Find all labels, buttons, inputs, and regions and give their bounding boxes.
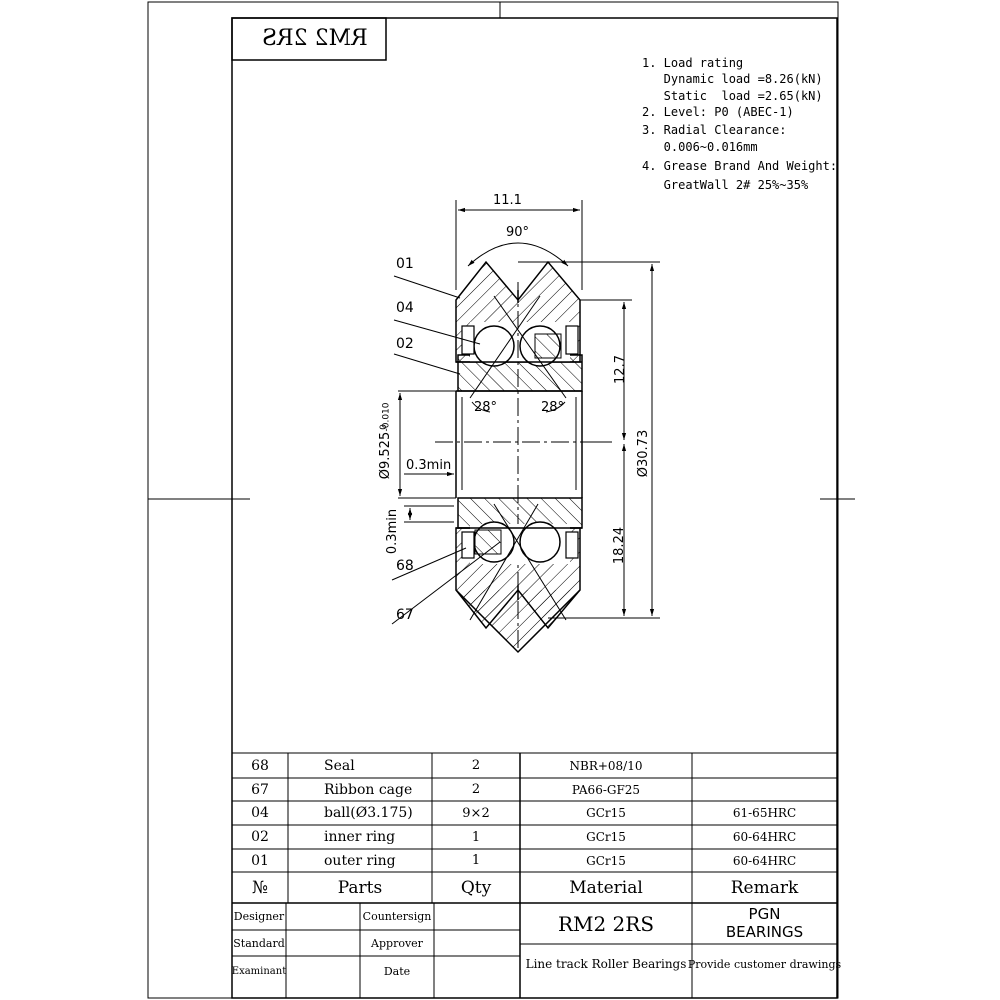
examinant-label: Examinant	[231, 965, 287, 977]
callout-04: 04	[396, 300, 414, 316]
header-qty: Qty	[460, 877, 492, 898]
header-material: Material	[569, 877, 643, 898]
header-no: №	[251, 877, 269, 898]
standard-label: Standard	[233, 936, 285, 950]
callout-68: 68	[396, 558, 414, 574]
dim-width-label: 11.1	[493, 193, 522, 208]
row-no: 68	[251, 757, 269, 774]
callout-02: 02	[396, 336, 414, 352]
row-material: GCr15	[586, 853, 626, 868]
row-qty: 9×2	[462, 805, 490, 821]
row-part: Seal	[324, 757, 355, 774]
brand-line1: PGN	[748, 905, 781, 923]
note-line: 2. Level: P0 (ABEC-1)	[642, 105, 794, 119]
note-line: 4. Grease Brand And Weight:	[642, 159, 838, 173]
note-line: Dynamic load =8.26(kN)	[642, 72, 823, 86]
dim-0-3min-h-label: 0.3min	[406, 458, 452, 473]
row-remark: 61-65HRC	[732, 806, 797, 820]
row-remark: 60-64HRC	[732, 853, 797, 868]
callout-67: 67	[396, 607, 414, 623]
contact-angle-right: 28°	[541, 400, 565, 415]
header-remark: Remark	[730, 877, 799, 898]
designer-label: Designer	[233, 910, 285, 923]
date-label: Date	[383, 964, 411, 978]
note-line: 0.006~0.016mm	[642, 140, 758, 154]
approver-label: Approver	[371, 936, 423, 950]
service-note: Provide customer drawings	[687, 957, 842, 971]
row-remark	[692, 753, 837, 778]
inner-ring-bottom	[457, 497, 583, 529]
row-qty: 2	[471, 758, 481, 773]
stamp-text: RM2 2RS	[262, 26, 368, 51]
cage-top	[534, 333, 562, 359]
row-part: Ribbon cage	[324, 781, 413, 798]
row-material: PA66-GF25	[571, 782, 641, 797]
ball-bottom-right	[519, 521, 561, 563]
row-material: GCr15	[586, 806, 626, 820]
row-remark	[692, 778, 837, 801]
dim-angle-label: 90°	[506, 225, 530, 240]
cage-bottom	[474, 529, 502, 555]
note-line: GreatWall 2# 25%~35%	[642, 178, 809, 192]
inner-frame	[231, 17, 838, 999]
row-part: outer ring	[324, 852, 396, 869]
note-line: 1. Load rating	[642, 56, 744, 70]
row-no: 01	[251, 852, 269, 869]
dim-outer-dia-label: Ø30.73	[636, 429, 652, 478]
dim-0-3min-v-label: 0.3min	[385, 508, 401, 555]
model-title: RM2 2RS	[557, 911, 655, 936]
dim-18-24-label: 18.24	[612, 526, 628, 565]
parts-table-lines	[232, 752, 837, 998]
row-part: inner ring	[324, 829, 396, 845]
row-qty: 2	[471, 782, 481, 797]
row-no: 67	[251, 781, 269, 798]
row-qty: 1	[471, 853, 481, 868]
note-line: 3. Radial Clearance:	[642, 123, 787, 137]
countersign-label: Countersign	[362, 910, 432, 923]
dim-bore-tol-lower: -0.010	[381, 402, 392, 432]
ball-top-left	[473, 325, 515, 367]
stamp-box	[231, 17, 387, 61]
brand-line2: BEARINGS	[725, 923, 804, 941]
row-qty: 1	[471, 829, 481, 845]
product-description: Line track Roller Bearings	[525, 957, 687, 971]
row-material: GCr15	[586, 830, 626, 844]
row-part: ball(Ø3.175)	[324, 805, 413, 821]
header-parts: Parts	[337, 877, 383, 898]
row-remark: 60-64HRC	[732, 830, 797, 844]
dim-bore-label: Ø9.525	[378, 431, 394, 480]
row-material: NBR+08/10	[569, 758, 643, 773]
callout-01: 01	[396, 256, 414, 272]
row-no: 04	[251, 805, 269, 821]
note-line: Static load =2.65(kN)	[642, 89, 823, 103]
contact-angle-left: 28°	[474, 400, 498, 415]
dim-12-7-label: 12.7	[612, 355, 628, 384]
row-no: 02	[251, 829, 269, 845]
